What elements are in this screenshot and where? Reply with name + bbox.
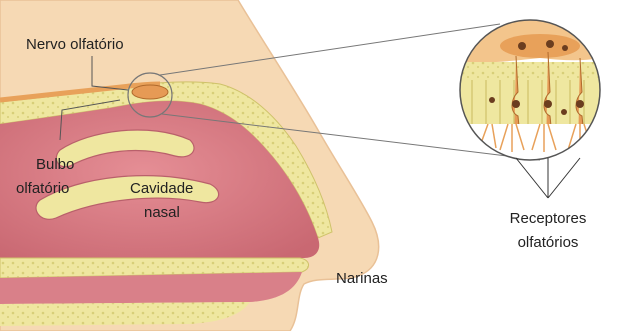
label-cavidade-line2: nasal [144, 204, 180, 222]
label-nervo-olfatorio: Nervo olfatório [26, 36, 124, 54]
label-narinas: Narinas [336, 270, 388, 288]
olfactory-bulb [132, 85, 168, 99]
label-cavidade-line1: Cavidade [130, 180, 193, 198]
zoom-detail [460, 20, 600, 164]
label-bulbo-line2: olfatório [16, 180, 69, 198]
label-bulbo-line1: Bulbo [36, 156, 74, 174]
label-receptores-line1: Receptores [498, 210, 598, 228]
label-receptores-line2: olfatórios [498, 234, 598, 252]
leader-receptores [516, 158, 580, 198]
